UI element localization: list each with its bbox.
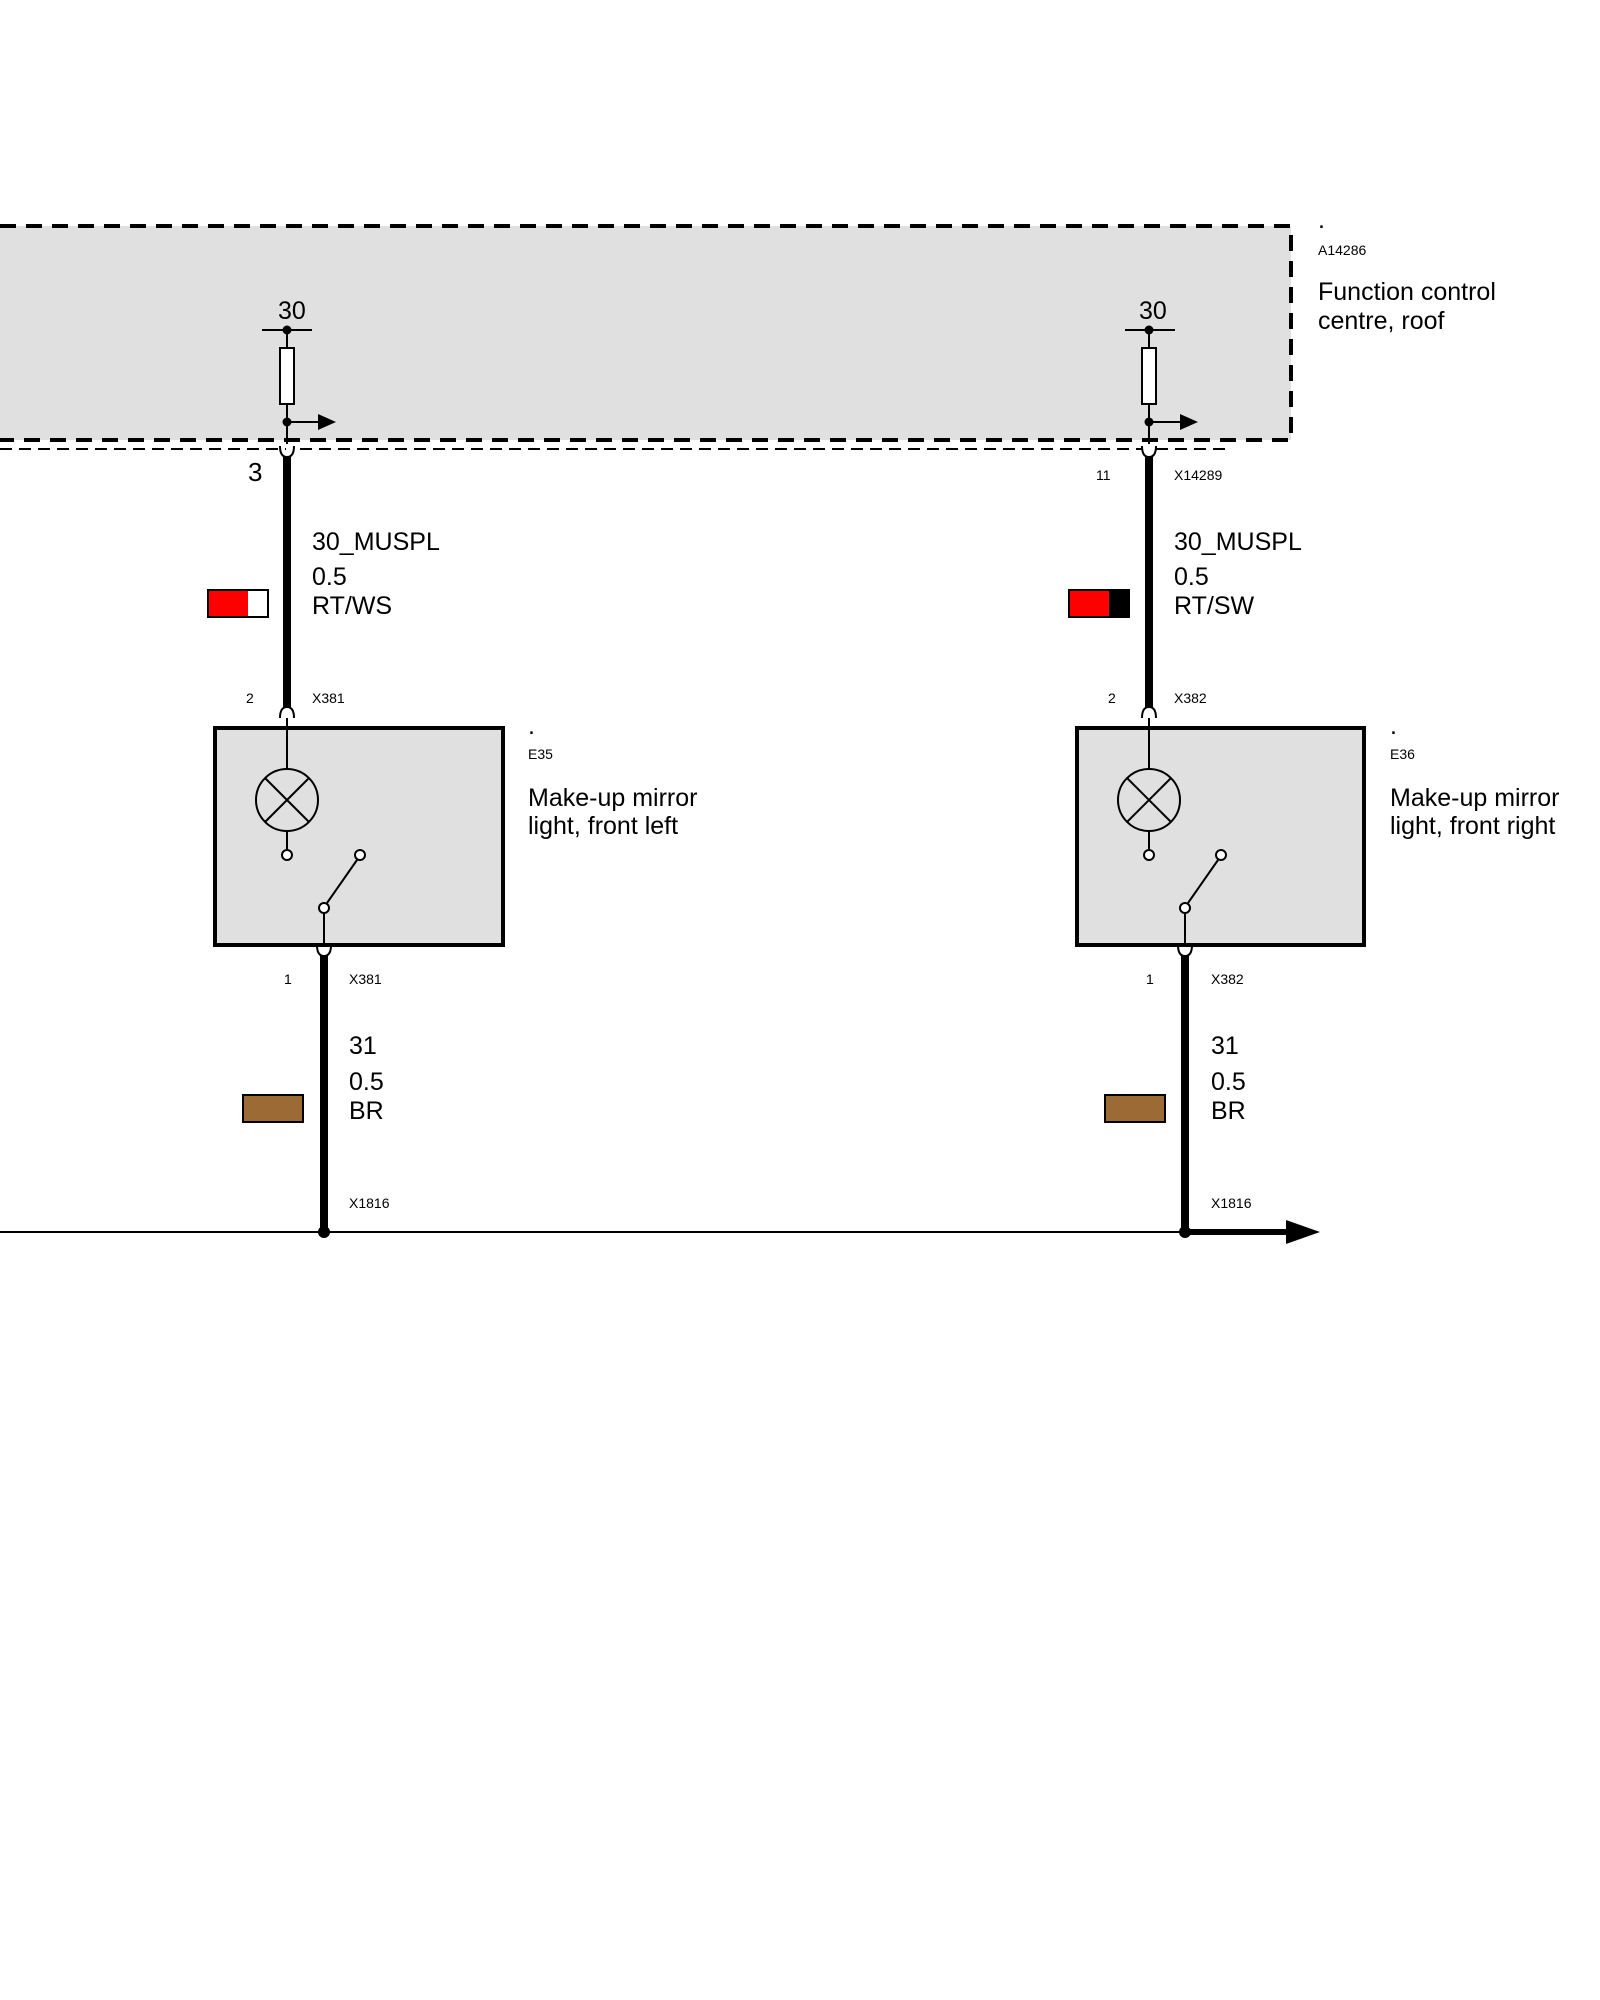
component-e36: . E36 Make-up mirror light, front right xyxy=(1075,712,1559,947)
wire-top-right-cross-section: 0.5 xyxy=(1174,563,1209,591)
e35-bottom-pin: 1 xyxy=(284,971,292,987)
wire-top-left-pin: 3 xyxy=(248,457,262,487)
wire-top-right: 11 X14289 30_MUSPL 0.5 RT/SW 2 X382 xyxy=(1068,445,1302,728)
wire-bottom-left-color-swatch xyxy=(242,1094,304,1123)
component-e35-box xyxy=(213,726,505,947)
swatch-primary xyxy=(1069,590,1109,617)
ground-bus xyxy=(0,1220,1320,1244)
arrow-right-icon xyxy=(318,414,336,430)
e35-code: E35 xyxy=(528,746,553,762)
ground-right-connector: X1816 xyxy=(1211,1195,1252,1211)
wire-top-right-color-swatch xyxy=(1068,589,1130,618)
e35-name-line1: Make-up mirror xyxy=(528,784,697,812)
wire-top-left-color-swatch xyxy=(207,589,269,618)
wire-bottom-right-color-swatch xyxy=(1104,1094,1166,1123)
ground-left-connector: X1816 xyxy=(349,1195,390,1211)
wire-top-left-color-code: RT/WS xyxy=(312,592,392,620)
wire-bottom-right-color-code: BR xyxy=(1211,1097,1246,1125)
control-unit-dot: . xyxy=(1318,206,1325,234)
wire-bottom-left-color-code: BR xyxy=(349,1097,384,1125)
wire-top-left-cross-section: 0.5 xyxy=(312,563,347,591)
control-unit-fill xyxy=(0,226,1291,440)
e36-code: E36 xyxy=(1390,746,1415,762)
control-unit-code: A14286 xyxy=(1318,242,1366,258)
control-unit-name-line1: Function control xyxy=(1318,278,1496,306)
e35-dot: . xyxy=(528,712,535,740)
e35-bottom-connector: X381 xyxy=(349,971,382,987)
wire-top-right-pin: 11 xyxy=(1096,467,1111,483)
swatch-secondary xyxy=(248,590,268,617)
fuse-left-label: 30 xyxy=(278,297,306,325)
pin-socket-icon xyxy=(279,705,295,719)
wire-bottom-right: 1 X382 31 0.5 BR X1816 xyxy=(1104,944,1252,1238)
fuse-right-label: 30 xyxy=(1139,297,1167,325)
wire-top-right-connector: X14289 xyxy=(1174,467,1222,483)
e36-top-connector: X382 xyxy=(1174,690,1207,706)
wire-top-right-color-code: RT/SW xyxy=(1174,592,1254,620)
e35-top-connector: X381 xyxy=(312,690,345,706)
e36-bottom-pin: 1 xyxy=(1146,971,1154,987)
fuse-right: 30 xyxy=(1125,297,1198,444)
e36-name-line1: Make-up mirror xyxy=(1390,784,1559,812)
e36-dot: . xyxy=(1390,712,1397,740)
wire-bottom-right-signal: 31 xyxy=(1211,1032,1239,1060)
control-unit-name-line2: centre, roof xyxy=(1318,307,1445,335)
fuse-left-element xyxy=(279,347,295,405)
switch-icon xyxy=(1179,849,1227,914)
swatch-primary xyxy=(208,590,248,617)
wire-top-left-signal: 30_MUSPL xyxy=(312,528,440,556)
wire-top-left: 3 30_MUSPL 0.5 RT/WS 2 X381 xyxy=(207,445,440,728)
arrow-right-icon xyxy=(1180,414,1198,430)
component-e35: . E35 Make-up mirror light, front left xyxy=(213,712,697,947)
pin-socket-icon xyxy=(279,445,295,459)
e36-name-line2: light, front right xyxy=(1390,812,1555,840)
fuse-right-element xyxy=(1141,347,1157,405)
wire-bottom-left-cross-section: 0.5 xyxy=(349,1068,384,1096)
pin-socket-icon xyxy=(1141,445,1157,459)
swatch-secondary xyxy=(1109,590,1129,617)
wire-bottom-right-cross-section: 0.5 xyxy=(1211,1068,1246,1096)
control-unit-a14286: . A14286 Function control centre, roof 3… xyxy=(0,206,1496,450)
pin-socket-icon xyxy=(1141,705,1157,719)
e36-top-pin: 2 xyxy=(1108,690,1116,706)
component-e36-box xyxy=(1075,726,1366,947)
arrow-right-icon xyxy=(1286,1220,1320,1244)
wire-bottom-left-signal: 31 xyxy=(349,1032,377,1060)
wire-top-right-signal: 30_MUSPL xyxy=(1174,528,1302,556)
wire-bottom-left: 1 X381 31 0.5 BR X1816 xyxy=(242,944,390,1238)
fuse-left: 30 xyxy=(262,297,336,444)
e36-bottom-connector: X382 xyxy=(1211,971,1244,987)
e35-top-pin: 2 xyxy=(246,690,254,706)
e35-name-line2: light, front left xyxy=(528,812,678,840)
